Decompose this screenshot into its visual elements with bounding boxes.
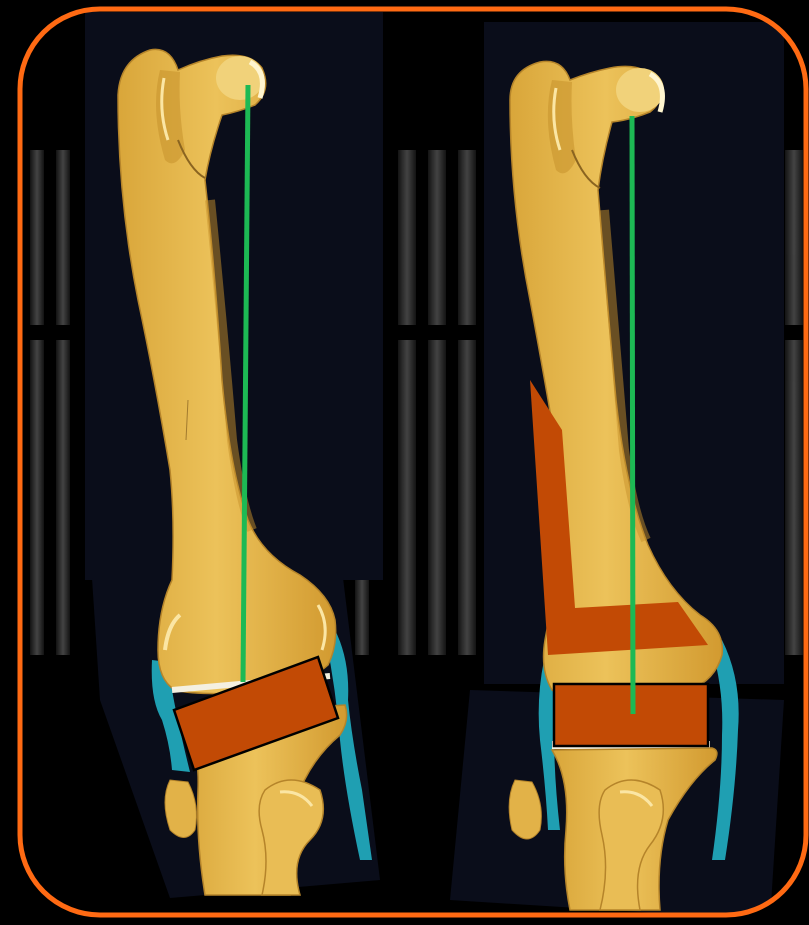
- left-panel: [85, 12, 383, 898]
- right-mechanical-axis: [632, 116, 633, 714]
- right-femoral-head: [616, 68, 664, 112]
- right-panel: [450, 22, 784, 920]
- left-femoral-head: [216, 56, 264, 100]
